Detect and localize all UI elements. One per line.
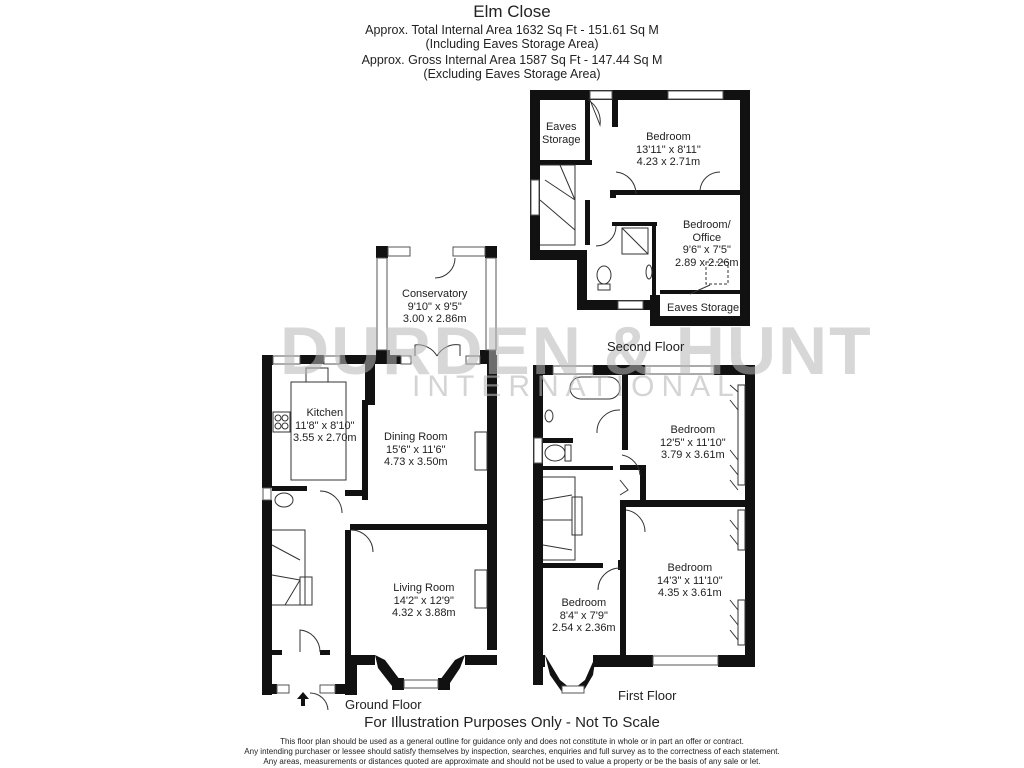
room-first-bedroom-1: Bedroom 12'5" x 11'10" 3.79 x 3.61m [660,424,726,461]
disclaimer-line-1: This floor plan should be used as a gene… [280,737,744,746]
gross-area: Approx. Gross Internal Area 1587 Sq Ft -… [361,53,663,67]
watermark-brand: DURDEN & HUNT [280,313,873,389]
disclaimer-line-3: Any areas, measurements or distances quo… [263,757,761,766]
room-kitchen: Kitchen 11'8" x 8'10" 3.55 x 2.70m [293,407,357,444]
watermark-sub: INTERNATIONAL [412,370,741,403]
walls [262,90,755,695]
room-second-bedroom: Bedroom 13'11" x 8'11" 4.23 x 2.71m [636,131,701,168]
property-title: Elm Close [473,2,551,21]
fixtures [271,99,746,711]
total-area-note: (Including Eaves Storage Area) [425,37,599,51]
disclaimer-line-2: Any intending purchaser or lessee should… [244,747,780,756]
first-floor-label: First Floor [618,688,677,703]
illustration-notice: For Illustration Purposes Only - Not To … [364,714,660,731]
second-floor-label: Second Floor [607,339,685,354]
room-dining-room: Dining Room 15'6" x 11'6" 4.73 x 3.50m [384,431,448,468]
room-conservatory: Conservatory 9'10" x 9'5" 3.00 x 2.86m [402,288,468,325]
room-eaves-storage-2: Eaves Storage [667,302,740,314]
room-bedroom-office: Bedroom/ Office 9'6" x 7'5" 2.89 x 2.26m [675,219,739,269]
total-area: Approx. Total Internal Area 1632 Sq Ft -… [365,23,659,37]
entrance-arrow-icon [297,692,309,706]
ground-floor-label: Ground Floor [345,697,422,712]
room-eaves-storage-1: Eaves Storage [542,121,581,146]
room-first-bedroom-2: Bedroom 14'3" x 11'10" 4.35 x 3.61m [657,562,723,599]
room-living-room: Living Room 14'2" x 12'9" 4.32 x 3.88m [392,582,456,619]
room-first-bedroom-3: Bedroom 8'4" x 7'9" 2.54 x 2.36m [552,597,616,634]
windows [262,90,724,694]
gross-area-note: (Excluding Eaves Storage Area) [423,67,601,81]
